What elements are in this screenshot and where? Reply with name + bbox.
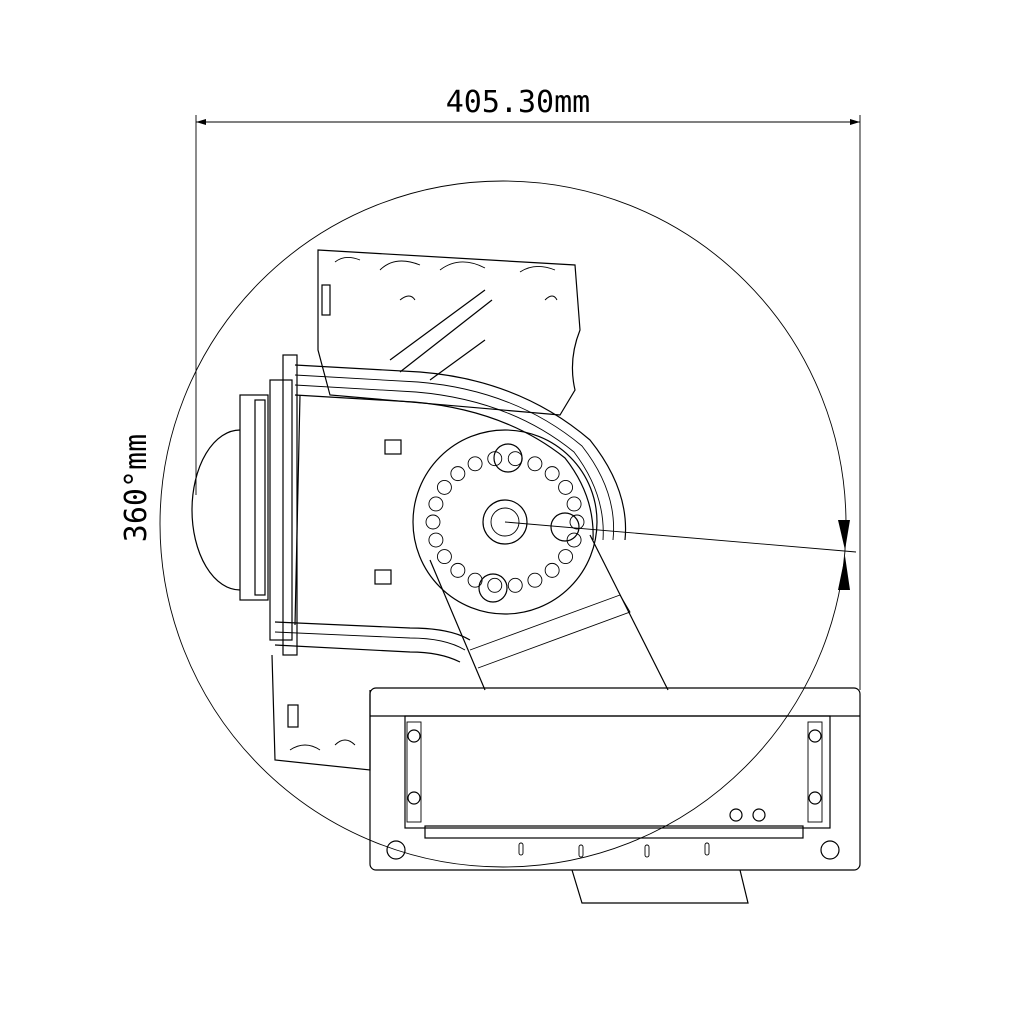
top-plate <box>317 249 581 416</box>
base <box>369 687 861 871</box>
height-dimension-label: 360°mm <box>119 434 154 542</box>
hub-hole <box>569 514 585 530</box>
hub-hole <box>544 562 560 578</box>
hub-hole <box>428 532 444 548</box>
arm <box>429 534 669 691</box>
curved-channel <box>274 364 627 663</box>
hub-hole <box>436 549 452 565</box>
hub-hole <box>558 479 574 495</box>
hub-hole <box>558 549 574 565</box>
swing-circle <box>159 180 847 868</box>
hub-hole <box>467 456 483 472</box>
hub-hole <box>566 496 582 512</box>
hub-hole <box>507 451 523 467</box>
hub-hole <box>487 577 503 593</box>
radius-dimension <box>504 520 857 590</box>
hub-hole <box>527 572 543 588</box>
hub <box>412 429 598 615</box>
hub-hole <box>566 532 582 548</box>
hub-hole <box>487 451 503 467</box>
lamp-dome <box>191 429 241 591</box>
hub-hole <box>436 479 452 495</box>
width-dimension-label: 405.30mm <box>446 85 591 120</box>
hub-hole <box>450 466 466 482</box>
width-dimension: 405.30mm <box>195 85 861 690</box>
hub-hole <box>507 577 523 593</box>
hub-hole <box>467 572 483 588</box>
stand <box>571 869 749 904</box>
hub-hole <box>527 456 543 472</box>
left-mount-plate <box>239 354 298 656</box>
lower-plate <box>271 654 371 771</box>
hub-hole <box>450 562 466 578</box>
hub-hole <box>428 496 444 512</box>
hub-hole <box>544 466 560 482</box>
hub-hole <box>425 514 441 530</box>
